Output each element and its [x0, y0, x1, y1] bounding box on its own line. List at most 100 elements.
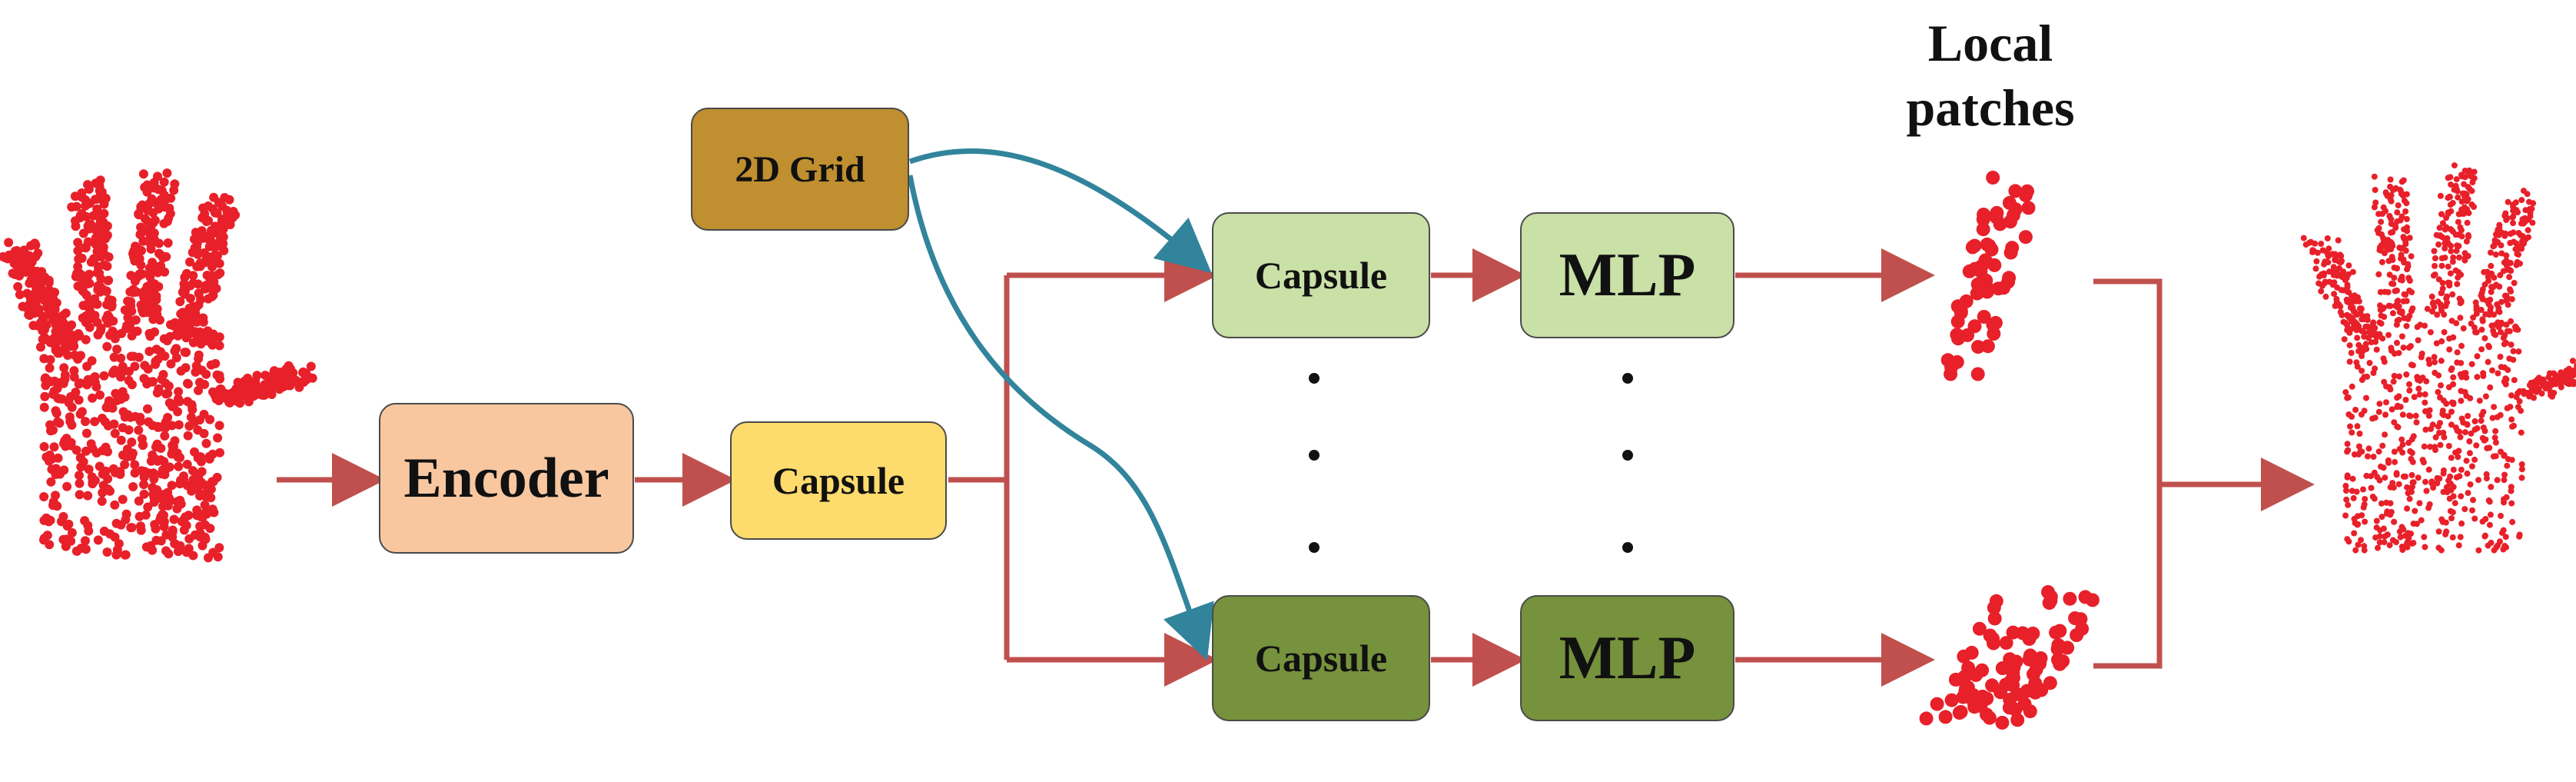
output-point [2371, 173, 2378, 180]
patch-top-point [2002, 271, 2017, 285]
output-point [2548, 378, 2554, 384]
patch-top-point [2005, 241, 2020, 255]
output-point [2504, 328, 2511, 334]
output-point [2375, 448, 2382, 455]
output-point [2332, 302, 2339, 309]
output-point [2440, 467, 2447, 474]
input-point [104, 252, 114, 262]
output-point [2445, 175, 2452, 181]
output-point [2491, 404, 2498, 411]
output-point [2435, 528, 2442, 535]
input-point [112, 344, 122, 354]
output-point [2474, 353, 2481, 360]
input-point [80, 516, 90, 526]
output-point [2448, 208, 2455, 215]
output-point [2352, 547, 2359, 554]
output-point [2571, 368, 2576, 374]
output-point [2498, 512, 2504, 519]
input-point [35, 281, 45, 291]
output-point [2496, 283, 2503, 290]
input-point [196, 339, 206, 349]
input-point [109, 419, 119, 429]
output-point [2464, 421, 2471, 428]
output-point [2408, 361, 2415, 368]
input-point [67, 402, 77, 412]
output-point [2438, 382, 2444, 389]
output-point [2347, 423, 2353, 430]
output-point [2525, 234, 2531, 241]
output-point [2457, 314, 2464, 321]
input-point [166, 193, 176, 203]
output-point [2478, 418, 2485, 424]
input-point [191, 309, 201, 319]
output-point [2507, 231, 2514, 237]
input-point [188, 271, 198, 281]
input-point [134, 496, 144, 506]
output-point [2489, 367, 2495, 374]
input-point [214, 332, 224, 342]
output-point [2394, 423, 2401, 430]
output-point [2392, 458, 2398, 465]
output-point [2322, 293, 2329, 300]
input-point [184, 544, 194, 554]
output-point [2383, 399, 2389, 406]
output-point [2506, 274, 2513, 281]
input-point [142, 180, 152, 190]
input-point [152, 388, 162, 398]
input-point [59, 363, 69, 373]
output-point [2449, 291, 2456, 298]
output-point [2359, 368, 2365, 374]
output-point [2353, 359, 2360, 366]
patch-top-point [1970, 367, 1985, 381]
input-point [133, 272, 143, 282]
input-point [175, 453, 185, 463]
patch-top-point [1980, 339, 1995, 354]
output-point [2446, 335, 2453, 342]
output-point [2396, 373, 2402, 380]
output-point [2557, 374, 2564, 381]
output-point [2508, 392, 2515, 399]
dot-mlp-2 [1622, 450, 1633, 461]
output-point [2428, 293, 2435, 300]
output-point [2346, 358, 2353, 365]
output-point [2402, 208, 2409, 215]
output-point [2534, 377, 2540, 384]
input-point [276, 380, 286, 390]
output-point [2394, 209, 2401, 216]
output-point [2387, 183, 2394, 190]
input-point [233, 378, 243, 388]
patch-bottom-point [2023, 648, 2037, 663]
capsule-top-block: Capsule [1212, 212, 1430, 338]
output-point [2355, 443, 2362, 450]
output-point [2451, 162, 2458, 169]
output-point [2340, 318, 2347, 325]
input-point [137, 246, 146, 255]
input-point [70, 191, 80, 201]
output-point [2393, 471, 2400, 478]
input-point [50, 314, 60, 324]
input-point [137, 434, 147, 444]
output-point [2465, 184, 2471, 191]
output-point [2404, 505, 2411, 512]
input-point [135, 416, 145, 426]
output-point [2370, 319, 2377, 326]
output-point [2394, 339, 2400, 346]
input-point [175, 297, 185, 307]
input-point [158, 510, 168, 519]
output-point [2468, 201, 2475, 208]
output-point [2402, 397, 2409, 403]
input-point [84, 464, 94, 474]
patch-bottom-point [1980, 691, 1994, 706]
output-point [2485, 497, 2492, 504]
output-point [2515, 390, 2521, 397]
output-point [2318, 241, 2325, 247]
input-point [160, 267, 170, 277]
output-point [2448, 454, 2455, 461]
output-point [2483, 475, 2490, 482]
output-point [2435, 388, 2442, 395]
mlp-top-block: MLP [1520, 212, 1734, 338]
input-point [162, 168, 172, 178]
output-point [2412, 412, 2419, 419]
output-point [2388, 348, 2395, 354]
output-point [2402, 473, 2408, 480]
